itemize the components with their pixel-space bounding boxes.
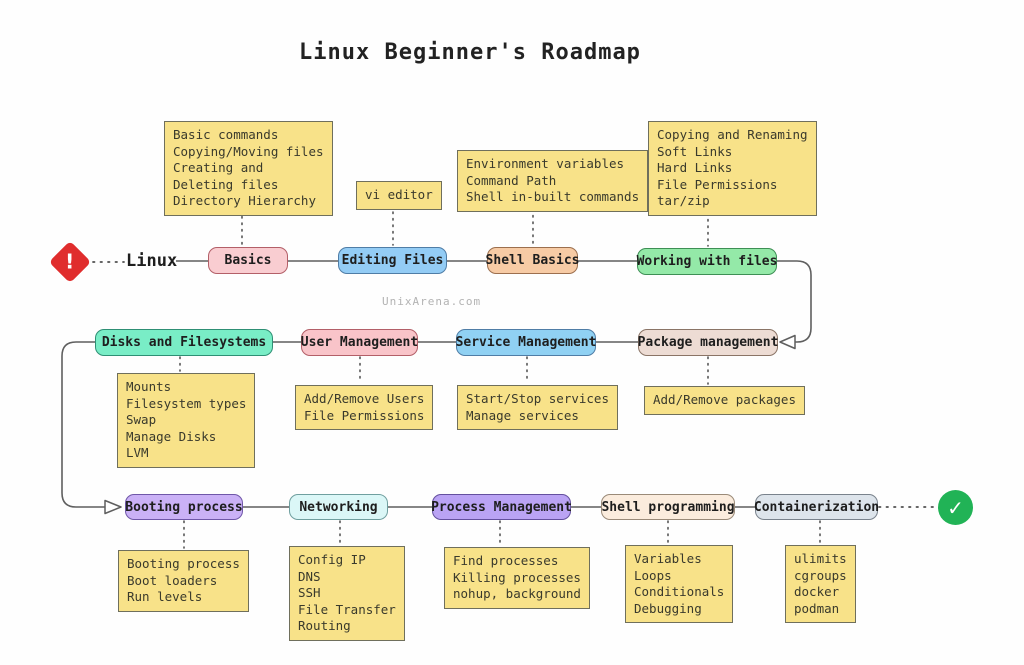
node-booting-process: Booting process <box>125 494 243 520</box>
watermark: UnixArena.com <box>382 295 482 308</box>
note-networking: Config IP DNS SSH File Transfer Routing <box>289 546 405 641</box>
node-disks-and-filesystems: Disks and Filesystems <box>95 329 273 356</box>
note-editing-files: vi editor <box>356 181 442 210</box>
note-booting-process: Booting process Boot loaders Run levels <box>118 550 249 612</box>
alert-diamond-icon: ! <box>48 240 92 284</box>
node-networking: Networking <box>289 494 388 520</box>
node-containerization: Containerization <box>754 494 879 520</box>
check-glyph: ✓ <box>947 495 964 520</box>
node-service-management: Service Management <box>456 329 596 356</box>
exclamation-glyph: ! <box>65 250 75 274</box>
node-shell-basics: Shell Basics <box>486 247 579 274</box>
node-process-management: Process Management <box>431 494 572 520</box>
arrowhead-left-icon <box>779 334 796 350</box>
note-service-management: Start/Stop services Manage services <box>457 385 618 430</box>
node-working-with-files: Working with files <box>637 248 777 275</box>
arrowhead-right-icon <box>104 499 122 515</box>
node-user-management: User Management <box>301 329 418 356</box>
note-process-management: Find processes Killing processes nohup, … <box>444 547 590 609</box>
node-editing-files: Editing Files <box>338 247 447 274</box>
start-label: Linux <box>126 251 178 271</box>
page-title: Linux Beginner's Roadmap <box>299 40 641 65</box>
node-shell-programming: Shell programming <box>601 494 735 520</box>
note-shell-basics: Environment variables Command Path Shell… <box>457 150 649 212</box>
note-working-with-files: Copying and Renaming Soft Links Hard Lin… <box>648 121 817 216</box>
note-containerization: ulimits cgroups docker podman <box>785 545 856 623</box>
note-basics: Basic commands Copying/Moving files Crea… <box>164 121 333 216</box>
note-package-management: Add/Remove packages <box>644 386 805 415</box>
check-circle-icon: ✓ <box>938 490 973 525</box>
node-basics: Basics <box>208 247 288 274</box>
note-user-management: Add/Remove Users File Permissions <box>295 385 434 430</box>
node-package-management: Package management <box>638 329 778 356</box>
note-disks-and-filesystems: Mounts Filesystem types Swap Manage Disk… <box>117 373 256 468</box>
note-shell-programming: Variables Loops Conditionals Debugging <box>625 545 734 623</box>
